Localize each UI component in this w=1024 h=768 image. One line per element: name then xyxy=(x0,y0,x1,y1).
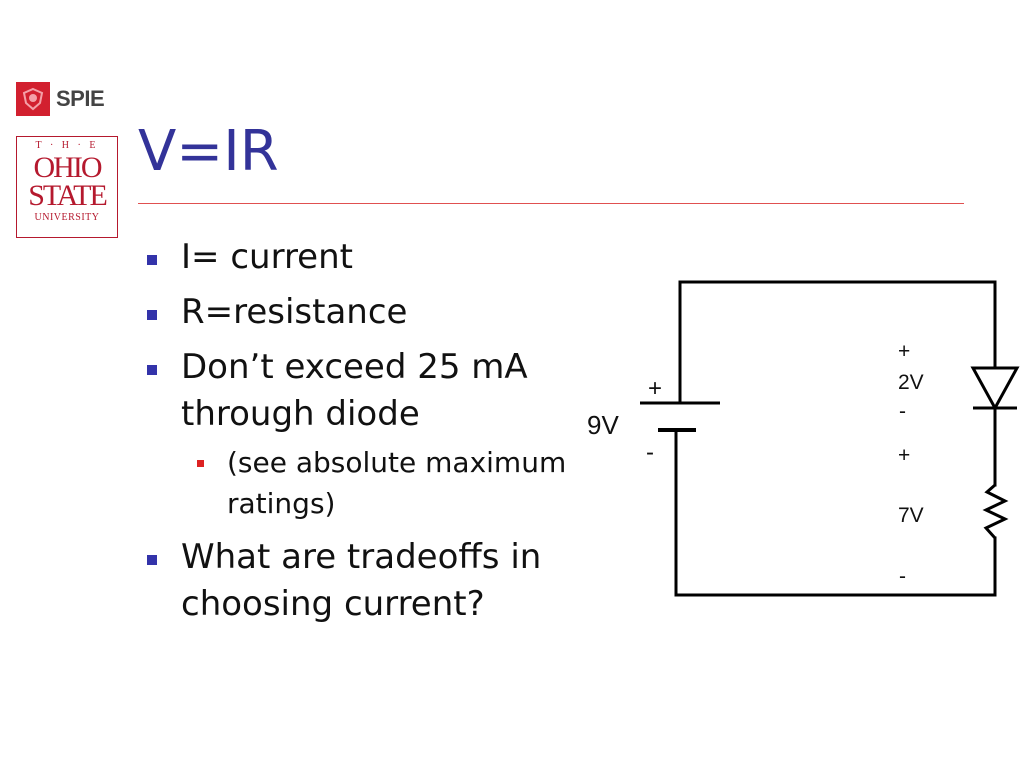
resistor-plus-label: + xyxy=(898,444,910,467)
spie-logo: SPIE xyxy=(16,82,105,116)
sub-bullet-square-icon xyxy=(197,460,204,467)
bullet-item: Don’t exceed 25 mA through diode xyxy=(145,344,575,438)
sub-bullet-text: (see absolute maximum ratings) xyxy=(227,446,567,520)
battery-icon xyxy=(640,401,720,432)
osu-university: UNIVERSITY xyxy=(34,212,100,223)
bullet-item: R=resistance xyxy=(145,289,575,336)
resistor-minus-label: - xyxy=(899,565,906,588)
bullet-text: Don’t exceed 25 mA through diode xyxy=(181,347,528,434)
bullet-square-icon xyxy=(147,555,157,565)
diode-voltage-label: 2V xyxy=(898,371,924,394)
diode-icon xyxy=(970,366,1020,412)
resistor-voltage-label: 7V xyxy=(898,504,924,527)
spie-wordmark: SPIE xyxy=(56,86,105,111)
wire-top xyxy=(678,280,997,405)
title-divider xyxy=(138,203,964,204)
osu-the: T · H · E xyxy=(35,140,99,151)
diode-minus-label: - xyxy=(899,400,906,423)
resistor-icon xyxy=(982,483,1009,540)
bullet-list: I= current R=resistance Don’t exceed 25 … xyxy=(145,234,575,636)
diode-plus-label: + xyxy=(898,340,910,363)
bullet-item: I= current xyxy=(145,234,575,281)
bullet-square-icon xyxy=(147,365,157,375)
bullet-text: What are tradeoffs in choosing current? xyxy=(181,537,542,624)
bullet-text: R=resistance xyxy=(181,292,408,332)
slide-title: V=IR xyxy=(138,119,279,184)
osu-ohio: OHIO xyxy=(33,151,103,184)
circuit-diagram: 9V + - + 2V - + 7V - xyxy=(587,280,1020,597)
bullet-item: What are tradeoffs in choosing current? xyxy=(145,534,575,628)
spie-shield-icon xyxy=(16,82,50,116)
battery-plus-label: + xyxy=(648,375,662,402)
sub-bullet-item: (see absolute maximum ratings) xyxy=(145,442,575,524)
battery-minus-label: - xyxy=(646,439,654,466)
wire-bottom xyxy=(674,428,997,597)
bullet-square-icon xyxy=(147,255,157,265)
osu-state: STATE xyxy=(28,179,108,212)
ohio-state-logo: T · H · E OHIO STATE UNIVERSITY xyxy=(16,136,118,238)
bullet-text: I= current xyxy=(181,237,353,277)
bullet-square-icon xyxy=(147,310,157,320)
battery-voltage-label: 9V xyxy=(587,410,619,440)
